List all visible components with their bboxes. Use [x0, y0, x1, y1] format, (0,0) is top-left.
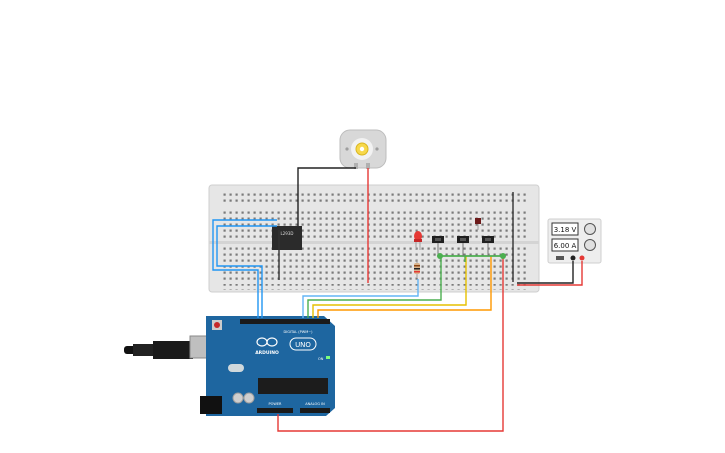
resistor[interactable] [414, 260, 420, 277]
dc-motor[interactable] [339, 129, 387, 169]
power-header[interactable] [257, 408, 293, 413]
negative-terminal[interactable] [570, 255, 576, 261]
arduino-logo-icon [256, 337, 278, 347]
wire-motor-ground [297, 167, 356, 226]
power-supply-voltage: 3.18 V [554, 226, 577, 234]
ic-chip-label: L293D [281, 231, 294, 236]
wires[interactable] [212, 167, 583, 432]
arduino-brand: ARDUINO [255, 350, 279, 356]
wire-orange [317, 256, 492, 318]
power-supply[interactable]: 3.18 V 6.00 A [547, 218, 602, 264]
positive-terminal[interactable] [579, 255, 585, 261]
arduino-uno[interactable]: DIGITAL (PWM~) ARDUINO UNO ON POWER ANAL… [124, 316, 335, 416]
voltage-knob[interactable] [584, 223, 596, 235]
current-knob[interactable] [584, 239, 596, 251]
reset-button[interactable] [214, 322, 220, 328]
ic-chip[interactable]: L293D [272, 226, 302, 250]
power-supply-current: 6.00 A [554, 242, 577, 250]
wire-psu-negative [517, 261, 574, 284]
wire-red-return [277, 256, 504, 432]
pushbutton-2[interactable] [457, 236, 469, 243]
analog-header[interactable] [300, 408, 330, 413]
red-led[interactable] [414, 231, 422, 250]
junction-dots [437, 253, 506, 259]
wire-blue-2 [216, 225, 277, 318]
power-label: POWER [269, 402, 283, 406]
wire-green [307, 256, 442, 318]
wire-psu-positive [517, 261, 583, 286]
wire-lightblue [302, 279, 419, 318]
wire-blue-1 [212, 219, 277, 318]
digital-header[interactable] [240, 319, 330, 324]
pushbutton-3[interactable] [482, 236, 494, 243]
power-jack [200, 396, 222, 414]
digital-header-label: DIGITAL (PWM~) [283, 330, 313, 334]
wire-yellow [312, 256, 467, 318]
pushbutton-1[interactable] [432, 236, 444, 243]
atmega-chip [258, 378, 328, 394]
small-diode[interactable] [475, 218, 481, 230]
arduino-model: UNO [295, 341, 311, 349]
on-label: ON [318, 357, 324, 361]
analog-label: ANALOG IN [305, 402, 325, 406]
